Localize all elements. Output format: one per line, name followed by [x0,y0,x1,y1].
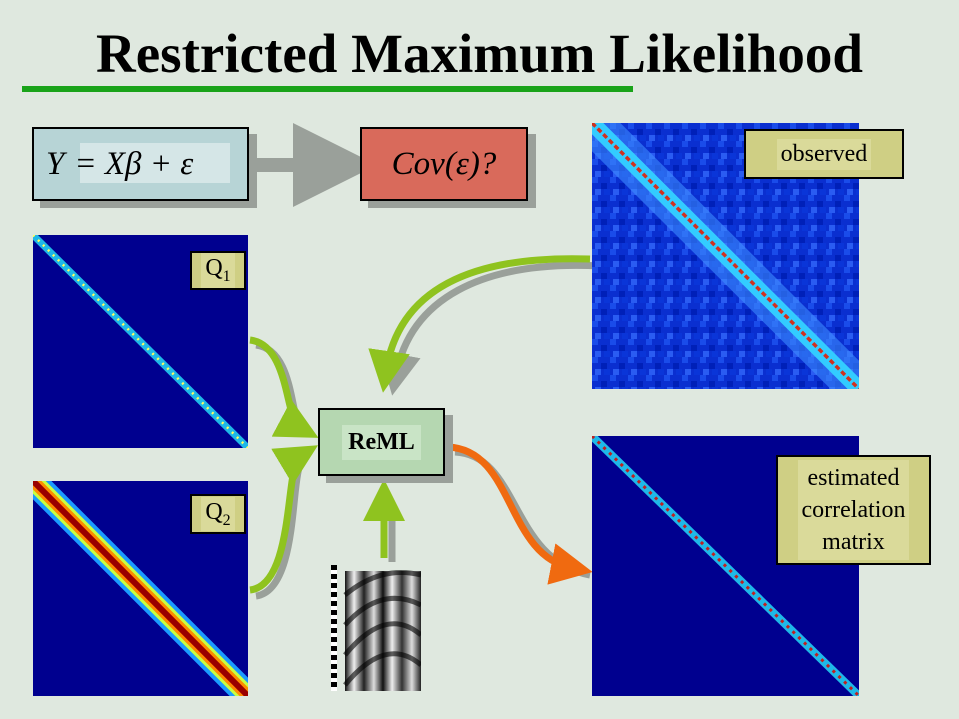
observed-label: observed [744,129,904,179]
title-underline [22,86,633,92]
q1-letter: Q [205,255,223,282]
reml-box: ReML [318,408,445,476]
estimated-correlation-label: estimated correlation matrix [776,455,931,565]
q1-subscript: 1 [222,267,231,285]
arrow-reml-to-estimated-shadow [454,448,591,579]
arrow-observed-to-reml-shadow [379,261,601,396]
q2-letter: Q [205,498,223,525]
estimated-line-2: correlation [801,497,906,523]
q2-subscript: 2 [222,511,231,529]
q2-label: Q2 [190,494,246,534]
covariance-text: Cov(ε)? [391,145,497,182]
arrow-q2-to-reml [249,445,318,594]
model-equation-box: Y = Xβ + ε [32,127,249,201]
arrow-observed-to-reml [368,255,591,393]
estimated-line-3: matrix [822,529,885,555]
covariance-question-box: Cov(ε)? [360,127,528,201]
equation-rhs: = Xβ + ε [74,145,194,182]
q1-label: Q1 [190,251,246,290]
estimated-line-1: estimated [807,465,900,491]
reml-label: ReML [342,424,421,460]
design-matrix-image [331,565,421,691]
arrow-reml-to-estimated [447,443,593,585]
slide-title: Restricted Maximum Likelihood [96,23,863,84]
arrow-q1-to-reml [249,336,319,438]
equation-lhs: Y [46,145,65,182]
observed-matrix-image [592,123,859,389]
observed-label-text: observed [776,138,872,170]
